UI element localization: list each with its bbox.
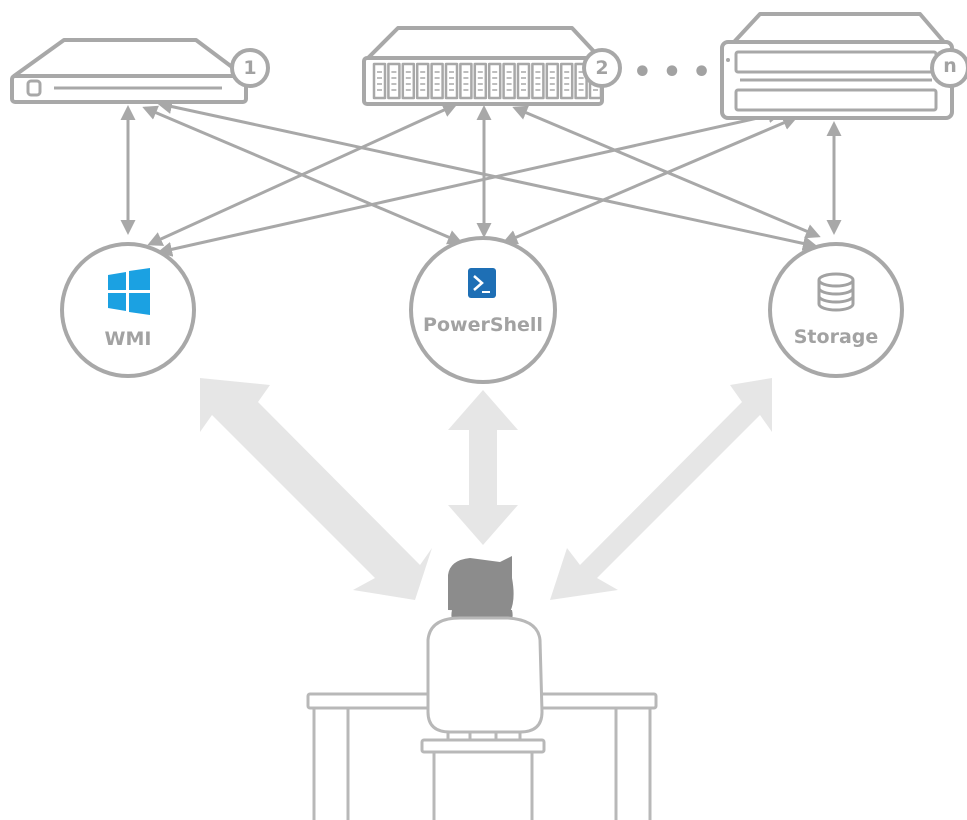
- badge-1-text: 1: [243, 57, 256, 79]
- user-at-desk: [306, 556, 658, 820]
- big-arrow-user-wmi: [200, 378, 432, 600]
- drive-bay: [473, 62, 488, 100]
- badge-n-text: n: [943, 55, 957, 77]
- drive-bay: [430, 62, 444, 100]
- service-wmi: WMI: [60, 242, 196, 378]
- badge-2-text: 2: [595, 57, 608, 79]
- drive-bay: [387, 62, 401, 100]
- drive-bay: [487, 62, 502, 100]
- drive-bay: [415, 62, 430, 100]
- drive-bay: [401, 62, 416, 100]
- drive-bay: [459, 62, 473, 100]
- drive-bay: [444, 62, 459, 100]
- link-servern-powershell: [502, 115, 798, 245]
- service-storage-label: Storage: [794, 326, 879, 348]
- drive-bay: [559, 62, 574, 100]
- connection-lines: [120, 99, 842, 257]
- drive-bay: [516, 62, 531, 100]
- drive-bay: [502, 62, 516, 100]
- more-servers-ellipsis: • • •: [633, 55, 711, 90]
- service-powershell-label: PowerShell: [423, 314, 543, 336]
- database-icon: [817, 272, 855, 312]
- user-to-services-arrows: [200, 378, 772, 600]
- service-storage: Storage: [768, 242, 904, 378]
- link-server2-wmi: [147, 103, 458, 246]
- drive-bay: [545, 62, 560, 100]
- service-wmi-label: WMI: [105, 328, 152, 350]
- badge-1: 1: [230, 48, 270, 88]
- server-n: n: [720, 12, 967, 120]
- service-powershell: PowerShell: [409, 236, 557, 384]
- windows-logo-icon: [108, 268, 150, 315]
- badge-2: 2: [582, 48, 622, 88]
- big-arrow-user-storage: [550, 378, 772, 600]
- chair: [420, 616, 546, 820]
- badge-n: n: [930, 48, 967, 88]
- drive-bay: [574, 62, 588, 100]
- server-1: 1: [10, 38, 270, 104]
- server-2: 2: [362, 26, 622, 106]
- powershell-icon: [468, 268, 496, 298]
- drive-bay: [531, 62, 545, 100]
- drive-bay: [372, 62, 387, 100]
- link-servern-wmi: [157, 108, 783, 257]
- link-server1-storage: [157, 99, 818, 251]
- big-arrow-user-powershell: [448, 390, 518, 545]
